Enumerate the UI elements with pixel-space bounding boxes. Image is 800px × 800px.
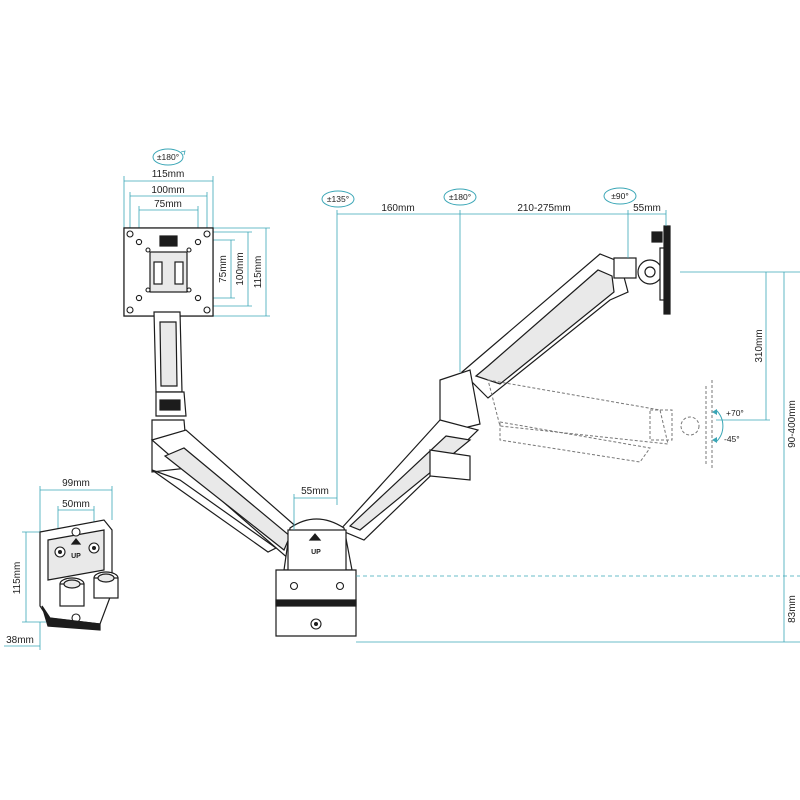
clamp-width-label: 99mm — [62, 478, 90, 489]
vesa-rotation-label: ±180° — [157, 152, 179, 162]
left-arm — [150, 311, 301, 562]
clamp-up-label: UP — [71, 553, 81, 560]
vesa-width-inner: 75mm — [154, 199, 182, 210]
head-rotation-label: ±90° — [611, 191, 629, 201]
elbow-rotation-icon: ±180° — [443, 188, 477, 206]
base-mount: UP — [275, 518, 357, 637]
height-range-label: 90-400mm — [787, 400, 798, 448]
monitor-head — [613, 225, 671, 315]
clamp-height-label: 115mm — [12, 562, 23, 595]
base-offset-label: 55mm — [301, 486, 329, 497]
arm-dimensions: ±135° ±180° ±90° 160mm 210-275mm 55mm 55… — [293, 187, 800, 643]
base-up-label: UP — [311, 549, 321, 556]
clamp-hole-spacing-label: 50mm — [62, 499, 90, 510]
base-height-label: 83mm — [787, 595, 798, 623]
clamp-view: 99mm 50mm 115mm 38mm UP — [4, 478, 119, 650]
tilt-icon: +70° -45° — [712, 408, 744, 444]
vesa-height-mid: 100mm — [235, 252, 246, 285]
tilt-up-label: +70° — [726, 408, 744, 418]
vertical-travel-label: 310mm — [754, 329, 765, 362]
vesa-width-outer: 115mm — [152, 169, 185, 180]
vesa-plate-view: ±180° 115mm 100mm 75mm 75mm 100mm 115mm — [123, 148, 270, 317]
head-rotation-icon: ±90° — [603, 187, 637, 205]
vesa-rotation-icon: ±180° — [152, 148, 186, 166]
segment-second-label: 210-275mm — [517, 203, 570, 214]
lowered-position-ghost — [487, 379, 713, 470]
tilt-down-label: -45° — [724, 434, 740, 444]
vesa-height-outer: 115mm — [253, 256, 264, 289]
elbow-rotation-label: ±180° — [449, 192, 471, 202]
vesa-width-mid: 100mm — [151, 185, 184, 196]
vesa-height-inner: 75mm — [218, 255, 229, 283]
base-rotation-label: ±135° — [327, 194, 349, 204]
head-offset-label: 55mm — [633, 203, 661, 214]
clamp-depth-label: 38mm — [6, 635, 34, 646]
right-arm — [338, 225, 713, 541]
base-rotation-icon: ±135° — [321, 190, 355, 208]
segment-first-label: 160mm — [381, 203, 414, 214]
